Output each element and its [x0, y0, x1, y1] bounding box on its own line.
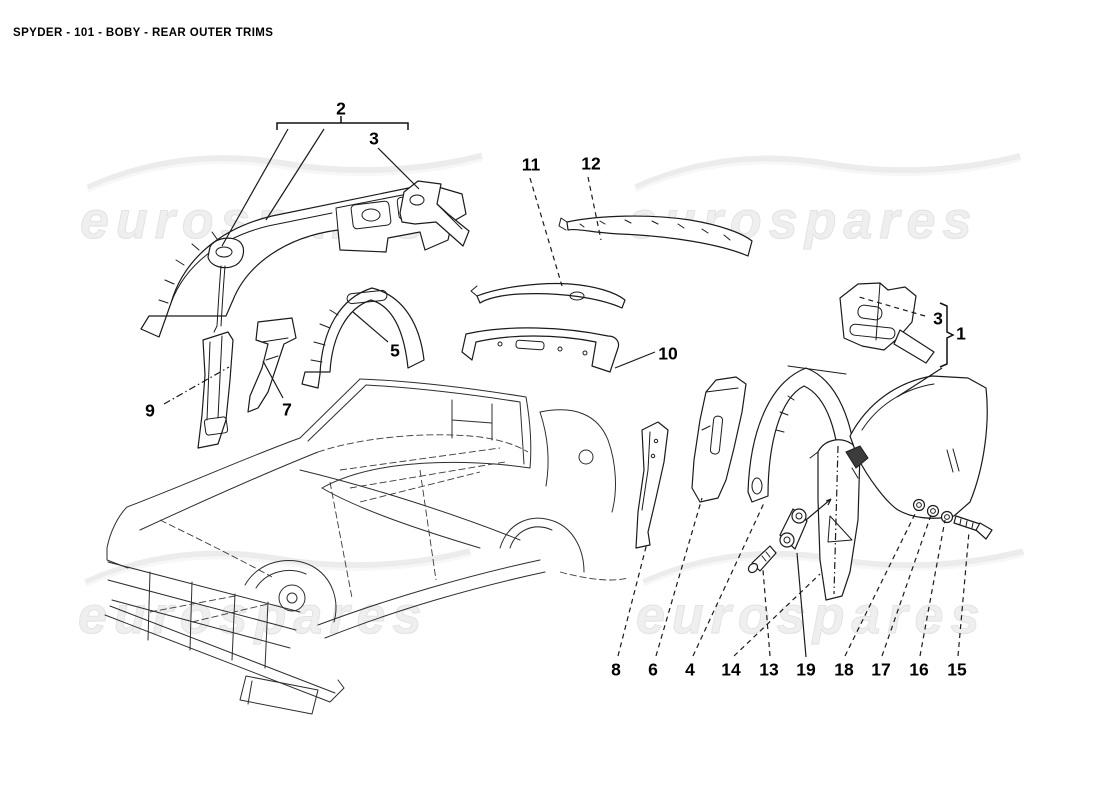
part-panel-14	[809, 439, 861, 601]
part-bracket-3-right	[839, 282, 935, 364]
part-quarter-panel	[845, 375, 988, 519]
car-body-drawing	[104, 378, 629, 715]
part-fuel-filler	[207, 237, 245, 333]
part-pillar-panel-9	[197, 331, 234, 449]
page-title: SPYDER - 101 - BOBY - REAR OUTER TRIMS	[13, 27, 274, 39]
callout-bracket-2	[276, 116, 409, 130]
part-trim-7	[247, 317, 297, 413]
part-bracket-6	[691, 376, 747, 503]
part-pillar-8	[635, 421, 669, 549]
part-crossmember	[461, 327, 620, 373]
part-rear-rail	[558, 215, 753, 257]
part-wheel-arch-liner	[301, 287, 425, 389]
callout-bracket-1	[939, 302, 955, 368]
part-bolt-13	[747, 545, 777, 574]
part-header-trim	[470, 283, 626, 309]
part-fasteners	[912, 498, 993, 540]
